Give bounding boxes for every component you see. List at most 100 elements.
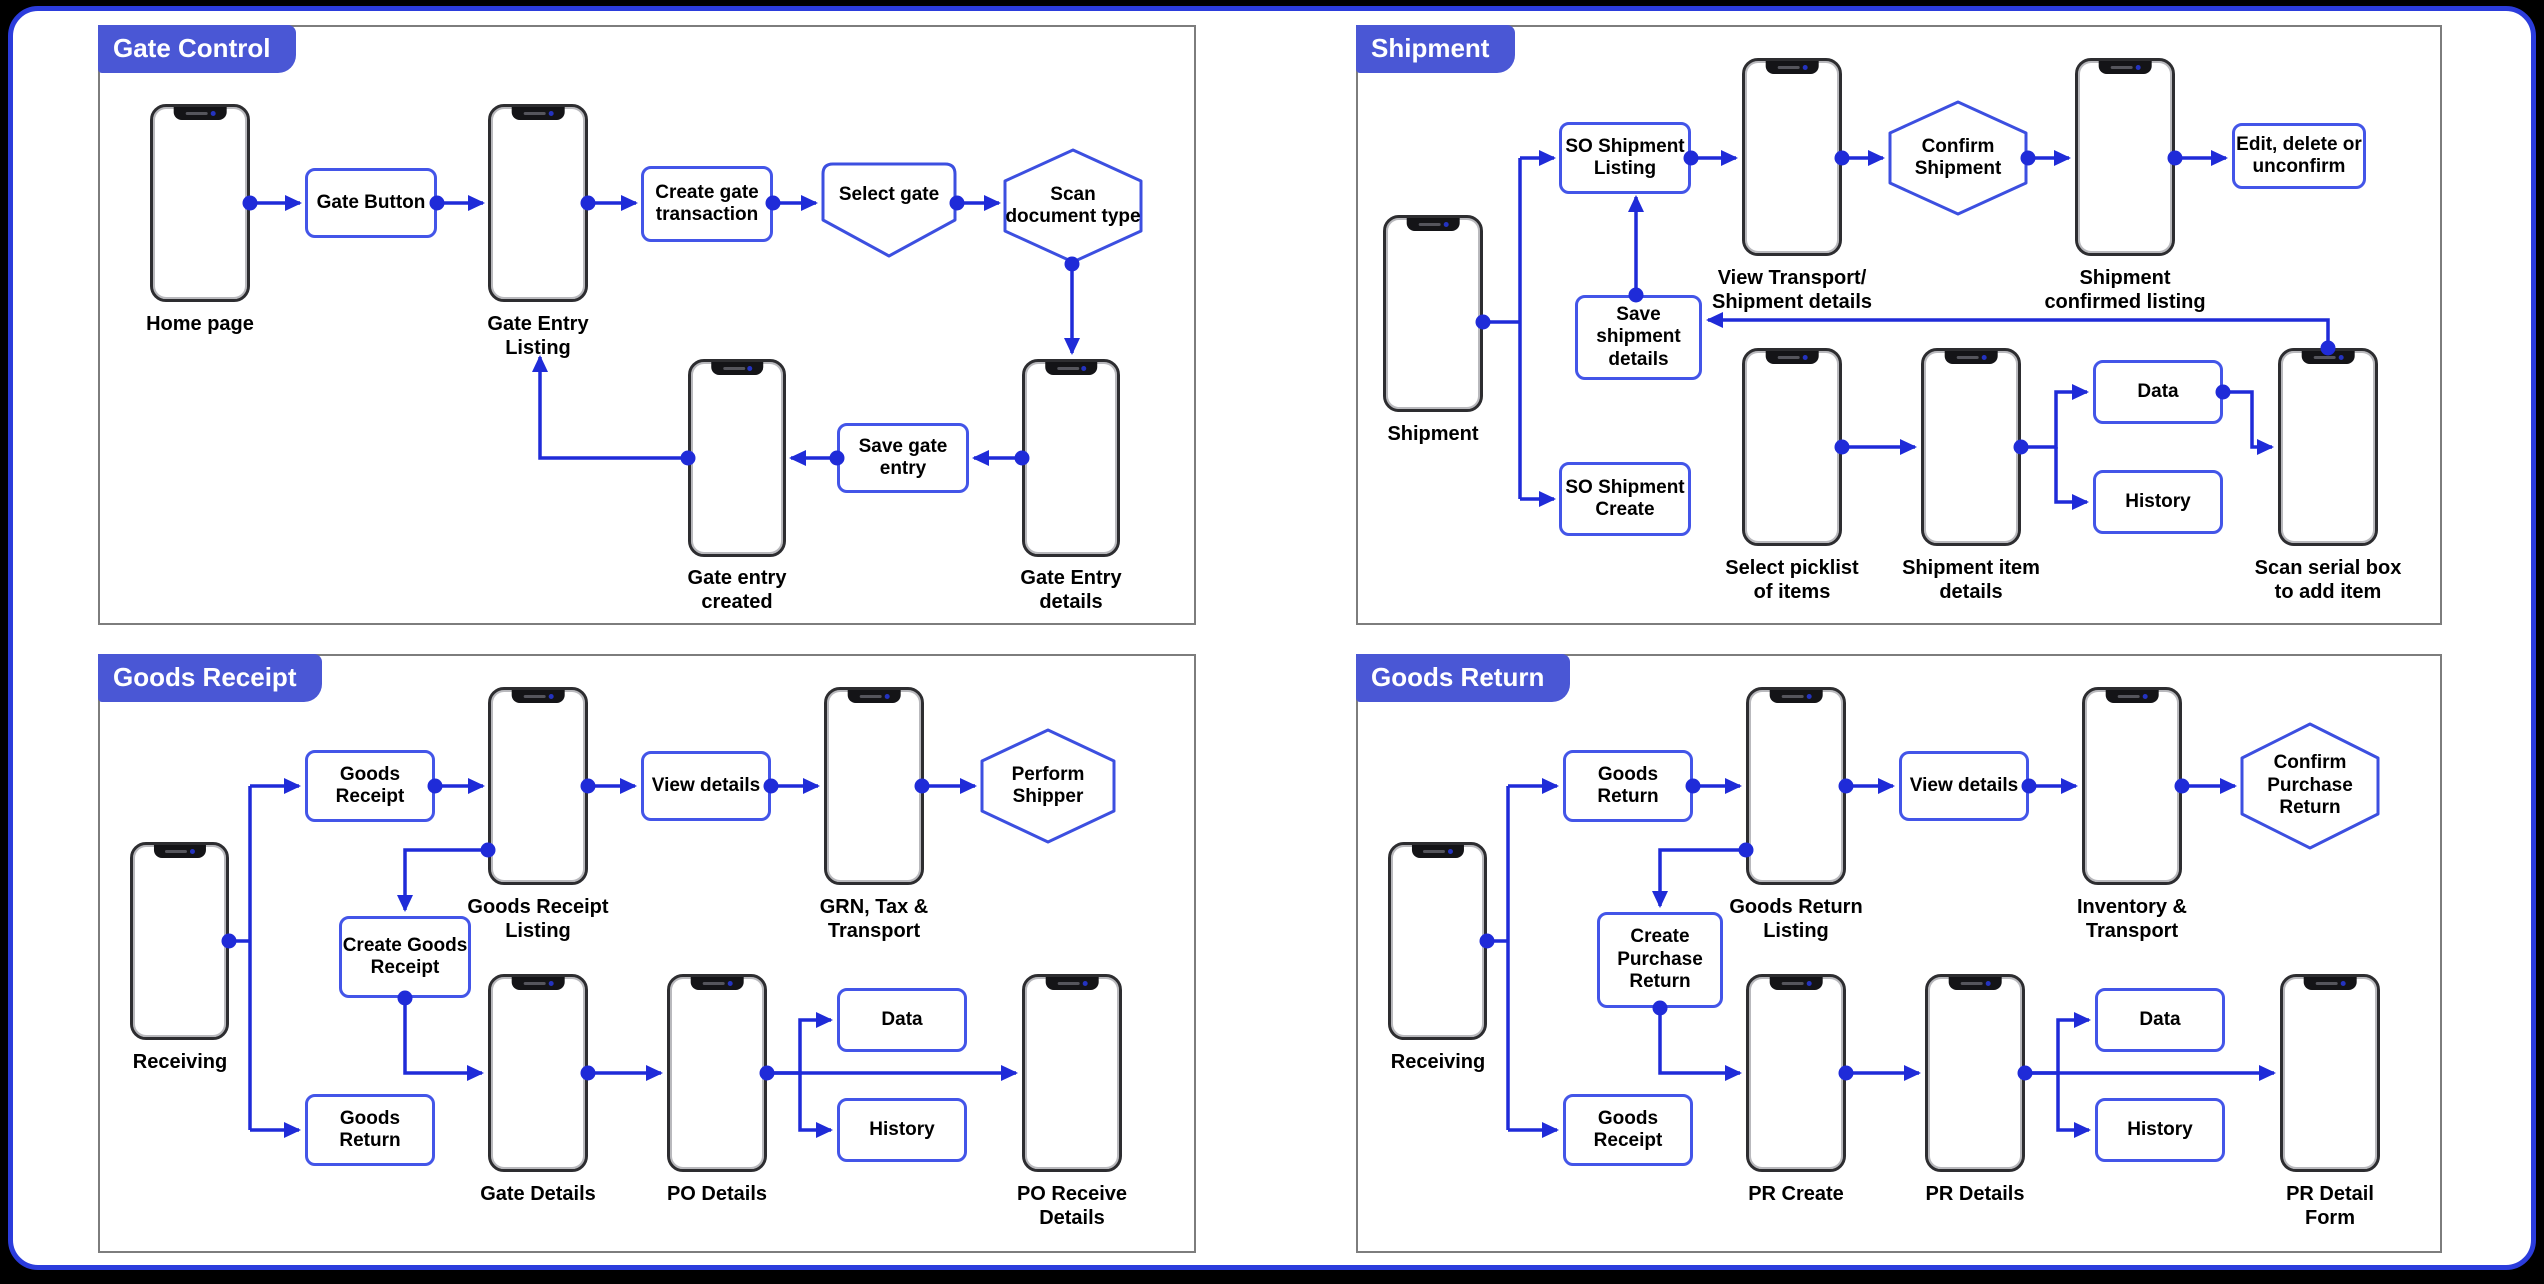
phone-notch-icon (711, 362, 763, 375)
label-gate-entry-listing: Gate Entry Listing (487, 313, 589, 359)
phone-po-receive-details (1022, 974, 1122, 1172)
label-gate-entry-details: Gate Entry details (1020, 567, 1122, 613)
phone-camera-icon (2338, 355, 2344, 360)
label-shipment: Shipment (1387, 423, 1479, 445)
label-confirm-purchase-return: Confirm Purchase Return (2267, 752, 2353, 819)
phone-notch-icon (2098, 61, 2152, 74)
label-receiving-gr: Receiving (132, 1051, 228, 1073)
phone-shipment (1383, 215, 1483, 412)
phone-speaker-icon (722, 367, 745, 370)
phone-camera-icon (727, 981, 733, 986)
phone-speaker-icon (2117, 695, 2140, 698)
phone-speaker-icon (185, 112, 208, 115)
button-goods-receipt: Goods Receipt (305, 750, 435, 822)
phone-camera-icon (210, 111, 216, 116)
button-goods-return-gr: Goods Return (305, 1094, 435, 1166)
phone-camera-icon (1443, 222, 1449, 227)
phone-notch-icon (173, 107, 227, 120)
phone-notch-icon (511, 107, 565, 120)
label-home-page: Home page (146, 313, 254, 335)
button-gate: Gate Button (305, 168, 437, 238)
button-so-shipment-create: SO Shipment Create (1559, 462, 1691, 536)
phone-camera-icon (1082, 981, 1088, 986)
phone-speaker-icon (2315, 982, 2338, 985)
phone-pr-create (1746, 974, 1846, 1172)
phone-speaker-icon (1777, 356, 1800, 359)
hexagon-scan-document-type: Scan document type (1003, 148, 1143, 264)
button-save-shipment-details: Save shipment details (1575, 295, 1702, 380)
label-perform-shipper: Perform Shipper (1011, 763, 1085, 807)
phone-notch-icon (2301, 351, 2355, 364)
label-shipment-confirmed: Shipment confirmed listing (2044, 267, 2206, 313)
phone-scan-serial-box (2278, 348, 2378, 546)
label-receiving-rt: Receiving (1390, 1051, 1486, 1073)
panel-title-goods-receipt: Goods Receipt (98, 654, 323, 702)
phone-speaker-icon (1960, 982, 1983, 985)
phone-speaker-icon (523, 695, 546, 698)
label-pr-details: PR Details (1925, 1183, 2025, 1205)
phone-camera-icon (548, 111, 554, 116)
phone-camera-icon (2135, 65, 2141, 70)
pentagon-select-gate: Select gate (821, 162, 957, 258)
phone-speaker-icon (1056, 367, 1079, 370)
label-confirm-shipment: Confirm Shipment (1914, 135, 2002, 179)
phone-shipment-item-details (1921, 348, 2021, 546)
label-pr-detail-form: PR Detail Form (2286, 1183, 2374, 1229)
phone-speaker-icon (1781, 982, 1804, 985)
button-save-gate-entry: Save gate entry (837, 423, 969, 493)
phone-camera-icon (1985, 981, 1991, 986)
phone-camera-icon (548, 694, 554, 699)
button-create-purchase-return: Create Purchase Return (1597, 912, 1723, 1008)
phone-notch-icon (690, 977, 744, 990)
label-gate-details: Gate Details (480, 1183, 596, 1205)
phone-notch-icon (2303, 977, 2357, 990)
button-data-shipment: Data (2093, 360, 2223, 424)
phone-view-transport (1742, 58, 1842, 256)
phone-speaker-icon (1057, 982, 1080, 985)
phone-goods-return-listing (1746, 687, 1846, 885)
button-so-shipment-listing: SO Shipment Listing (1559, 122, 1691, 194)
phone-gate-entry-details (1022, 359, 1120, 557)
phone-speaker-icon (1781, 695, 1804, 698)
label-grn-tax-transport: GRN, Tax & Transport (819, 896, 929, 942)
phone-pr-details (1925, 974, 2025, 1172)
phone-notch-icon (1765, 351, 1819, 364)
phone-notch-icon (1406, 218, 1460, 231)
phone-receiving-rt (1388, 842, 1487, 1040)
phone-notch-icon (511, 690, 565, 703)
phone-speaker-icon (2313, 356, 2336, 359)
phone-camera-icon (1080, 366, 1086, 371)
phone-camera-icon (1802, 65, 1808, 70)
phone-notch-icon (2105, 690, 2159, 703)
button-history-gr: History (837, 1098, 967, 1162)
phone-speaker-icon (523, 112, 546, 115)
button-create-gate-transaction: Create gate transaction (641, 166, 773, 242)
panel-gate-control (98, 25, 1196, 625)
phone-speaker-icon (859, 695, 882, 698)
button-goods-receipt-rt: Goods Receipt (1563, 1094, 1693, 1166)
phone-speaker-icon (702, 982, 725, 985)
panel-title-gate-control: Gate Control (98, 25, 297, 73)
hexagon-confirm-purchase-return: Confirm Purchase Return (2240, 722, 2380, 850)
phone-speaker-icon (1956, 356, 1979, 359)
phone-shipment-confirmed (2075, 58, 2175, 256)
phone-po-details (667, 974, 767, 1172)
label-scan-serial-box: Scan serial box to add item (2254, 557, 2402, 603)
phone-camera-icon (884, 694, 890, 699)
panel-title-goods-return: Goods Return (1356, 654, 1571, 702)
phone-speaker-icon (523, 982, 546, 985)
button-data-rt: Data (2095, 988, 2225, 1052)
phone-notch-icon (1948, 977, 2002, 990)
phone-notch-icon (511, 977, 565, 990)
phone-inventory-transport (2082, 687, 2182, 885)
label-shipment-item-details: Shipment item details (1902, 557, 2040, 603)
button-view-details-rt: View details (1899, 751, 2029, 821)
phone-notch-icon (1411, 845, 1464, 858)
phone-camera-icon (1447, 849, 1453, 854)
phone-select-picklist (1742, 348, 1842, 546)
phone-notch-icon (1944, 351, 1998, 364)
phone-camera-icon (1981, 355, 1987, 360)
phone-notch-icon (847, 690, 901, 703)
phone-camera-icon (548, 981, 554, 986)
phone-camera-icon (2142, 694, 2148, 699)
